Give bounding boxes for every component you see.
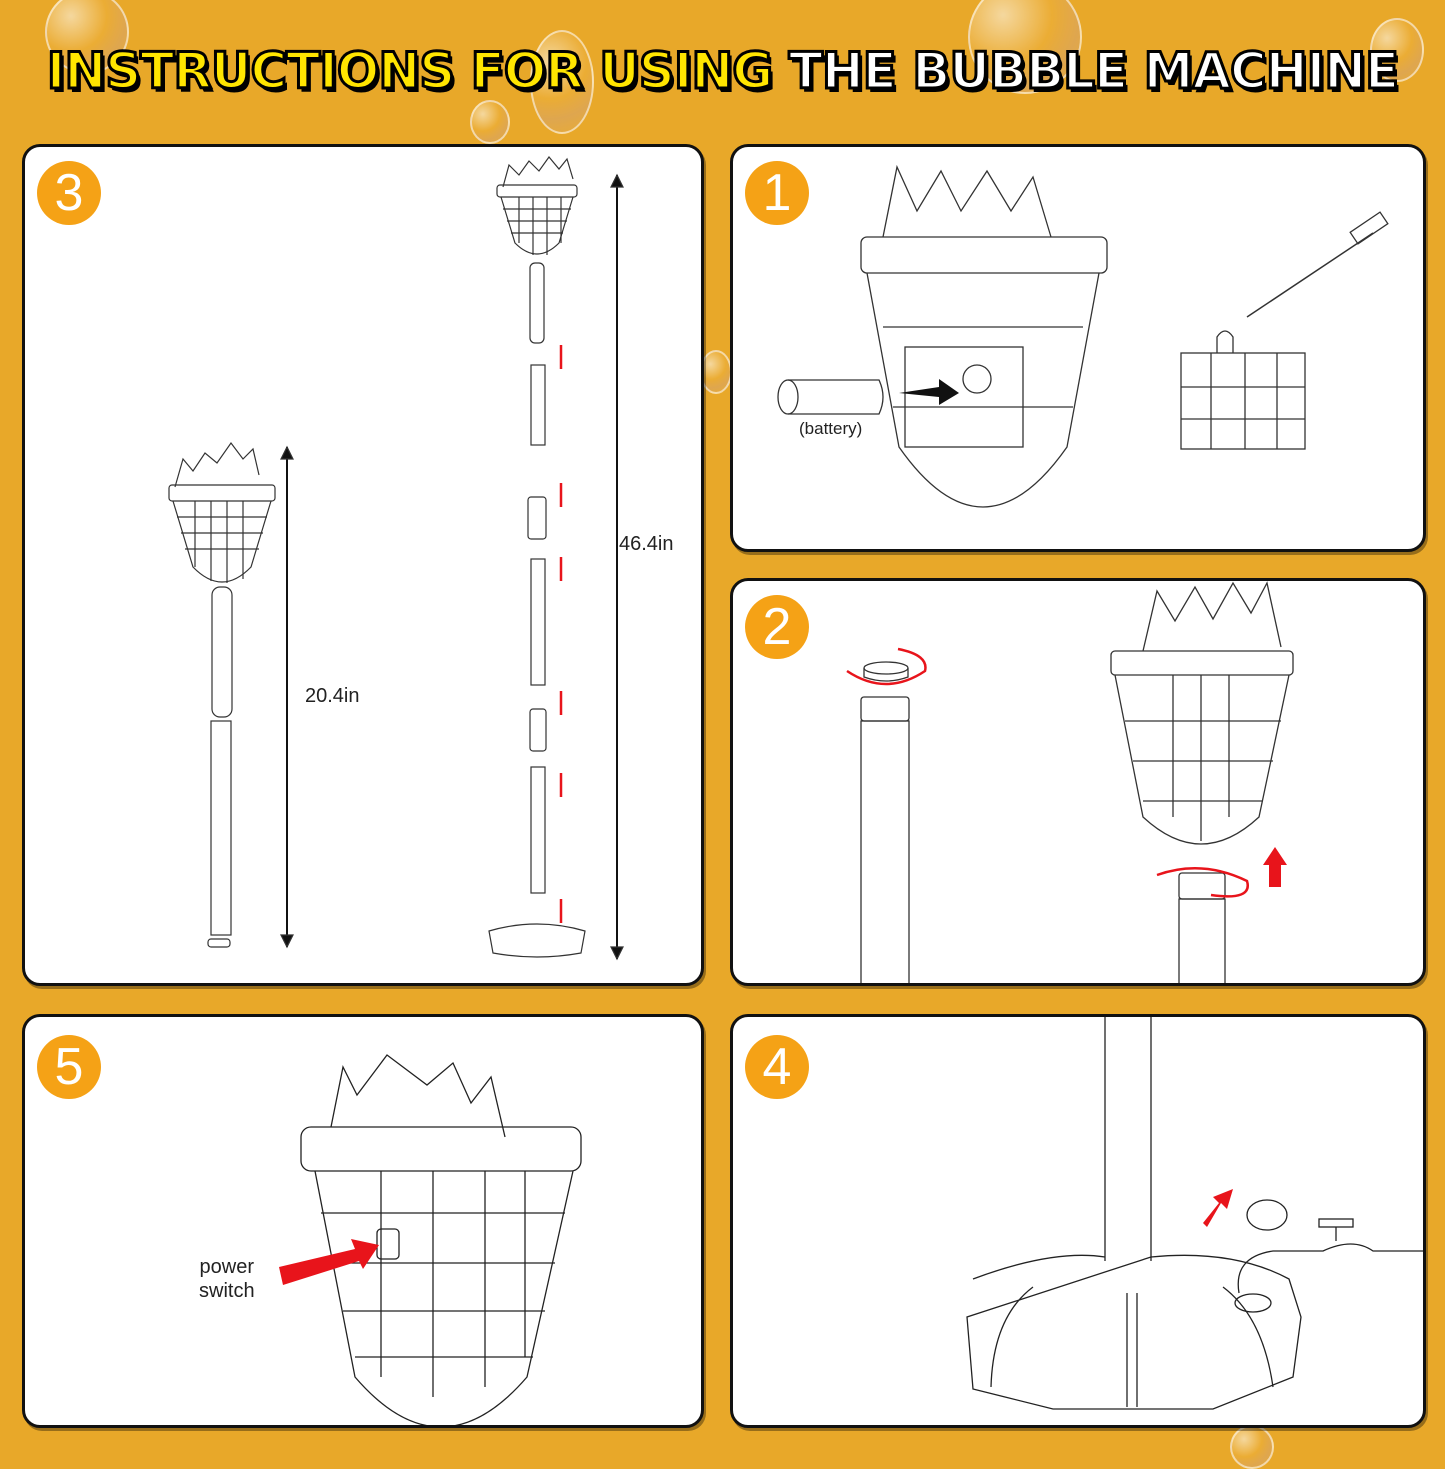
title-part-1: INSTRUCTIONS FOR USING [45, 41, 775, 102]
height-label-short: 20.4in [305, 685, 360, 707]
battery-install-illustration [777, 164, 1389, 508]
height-label-tall: 46.4in [619, 533, 674, 555]
bubble-decoration [1230, 1425, 1274, 1469]
step-number-badge: 1 [745, 161, 809, 225]
step-3-panel: 3 [22, 144, 704, 986]
battery-label: (battery) [799, 419, 863, 438]
fill-base-water-illustration [966, 1017, 1423, 1410]
title-part-2: THE BUBBLE MACHINE [787, 41, 1400, 102]
bubble-decoration [1370, 18, 1424, 82]
step-2-panel: 2 [730, 578, 1426, 986]
short-torch-illustration [168, 156, 624, 961]
bubble-decoration [45, 0, 129, 74]
step-number-badge: 3 [37, 161, 101, 225]
step-1-panel: 1 (battery) [730, 144, 1426, 552]
power-label-line-1: power [199, 1256, 255, 1278]
power-switch-label: power switch [199, 1255, 255, 1303]
power-label-line-2: switch [199, 1280, 255, 1302]
page-title: INSTRUCTIONS FOR USING THE BUBBLE MACHIN… [0, 41, 1445, 102]
bubble-decoration [700, 350, 732, 394]
step-5-panel: 5 power switch [22, 1014, 704, 1428]
remove-cap-illustration [846, 581, 1294, 983]
power-switch-illustration [279, 1054, 582, 1425]
step-4-panel: 4 [730, 1014, 1426, 1428]
bubble-decoration [968, 0, 1082, 94]
step-number-badge: 5 [37, 1035, 101, 1099]
step-number-badge: 2 [745, 595, 809, 659]
bubble-decoration [530, 30, 594, 134]
bubble-decoration [470, 100, 510, 144]
step-number-badge: 4 [745, 1035, 809, 1099]
